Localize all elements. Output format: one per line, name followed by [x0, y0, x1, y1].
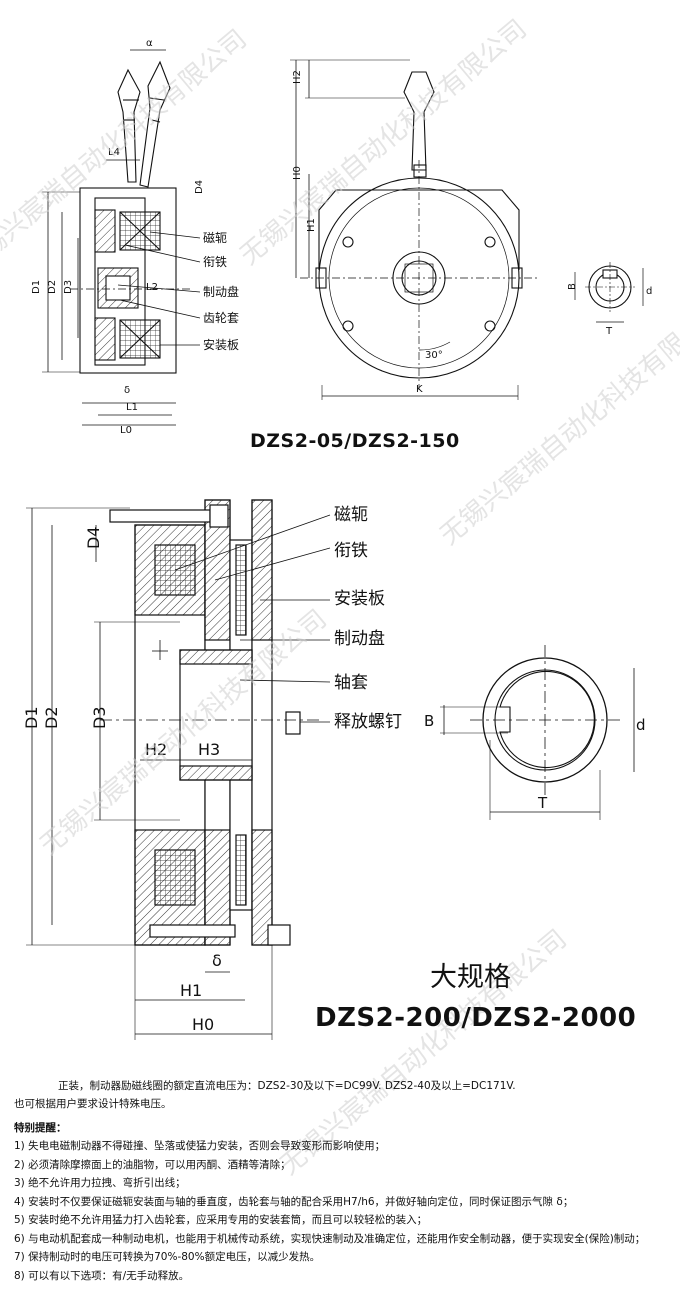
small-shaft-section — [574, 262, 644, 323]
watermark-text: 无锡兴宸瑞自动化科技有限公司 — [235, 14, 533, 271]
dim-h0: H0 — [292, 166, 303, 180]
note-item: 8) 可以有以下选项：有/无手动释放。 — [14, 1269, 190, 1282]
part-label-yoke: 磁轭 — [203, 230, 227, 245]
dim-large-d3: D3 — [90, 707, 109, 730]
notes-heading: 特别提醒： — [14, 1122, 67, 1134]
large-part-label-release-screw: 释放螺钉 — [334, 712, 402, 732]
small-side-dimension-labels: α L4 D4 L2 D1 D2 D3 δ L1 L0 — [31, 38, 205, 436]
small-side-view — [42, 49, 201, 426]
dim-d: d — [646, 286, 652, 297]
large-side-section — [26, 499, 331, 1040]
small-model-title: DZS2-05/DZS2-150 — [250, 430, 460, 452]
dim-large-d4: D4 — [84, 527, 103, 550]
dim-l1: L1 — [126, 402, 138, 413]
dim-large-h3: H3 — [198, 740, 220, 759]
note-item: 7) 保持制动时的电压可转换为70%-80%额定电压，以减少发热。 — [14, 1251, 321, 1263]
watermark-text: 无锡兴宸瑞自动化科技有限公司 — [435, 294, 680, 551]
small-front-dimension-labels: H2 H0 H1 30° K — [292, 70, 443, 395]
large-shaft-section — [440, 645, 635, 820]
part-label-gear-sleeve: 齿轮套 — [203, 311, 239, 325]
large-part-label-mounting-plate: 安装板 — [334, 589, 385, 609]
dim-l2: L2 — [146, 282, 158, 293]
large-spec-subtitle: 大规格 — [430, 962, 511, 993]
note-item: 3) 绝不允许用力拉拽、弯折引出线； — [14, 1177, 186, 1189]
dim-h1: H1 — [306, 218, 317, 232]
dim-large-d2: D2 — [42, 707, 61, 730]
dim-large-h1: H1 — [180, 981, 202, 1000]
dim-large-h2: H2 — [145, 740, 167, 759]
note-item: 6) 与电动机配套成一种制动电机，也能用于机械传动系统，实现快速制动及准确定位，… — [14, 1232, 646, 1245]
large-part-label-armature: 衔铁 — [334, 541, 368, 561]
dim-large-h0: H0 — [192, 1015, 214, 1034]
small-part-labels: 磁轭 衔铁 制动盘 齿轮套 安装板 — [203, 230, 239, 352]
dim-b: B — [567, 283, 578, 290]
dim-delta: δ — [124, 385, 130, 396]
large-side-dimension-labels: D4 D1 D2 D3 H2 H3 δ H1 H0 — [22, 527, 222, 1035]
note-item: 1) 失电电磁制动器不得碰撞、坠落或使猛力安装，否则会导致变形而影响使用； — [14, 1140, 386, 1152]
dim-d2: D2 — [47, 280, 58, 294]
dim-d4: D4 — [194, 180, 205, 194]
notes-section: 正装，制动器励磁线圈的额定直流电压为：DZS2-30及以下=DC99V. DZS… — [14, 1077, 674, 1285]
notes-intro-continued: 也可根据用户要求设计特殊电压。 — [14, 1098, 172, 1110]
dim-large-t: T — [537, 794, 548, 812]
large-part-label-yoke: 磁轭 — [334, 505, 368, 525]
large-part-label-sleeve: 轴套 — [334, 673, 368, 693]
note-item: 2) 必须清除摩擦面上的油脂物，可以用丙酮、酒精等清除； — [14, 1158, 291, 1171]
dim-h2: H2 — [292, 70, 303, 84]
dim-large-delta: δ — [212, 951, 222, 970]
dim-l0: L0 — [120, 425, 132, 436]
large-model-title: DZS2-200/DZS2-2000 — [315, 1003, 637, 1033]
large-part-label-brake-disc: 制动盘 — [334, 629, 385, 649]
note-item: 4) 安装时不仅要保证磁轭安装面与轴的垂直度，齿轮套与轴的配合采用H7/h6，并… — [14, 1195, 574, 1208]
dim-d1: D1 — [31, 280, 42, 294]
notes-intro: 正装，制动器励磁线圈的额定直流电压为：DZS2-30及以下=DC99V. DZS… — [58, 1080, 516, 1092]
dim-l4: L4 — [108, 147, 120, 158]
dim-angle: 30° — [425, 350, 443, 361]
dim-d3: D3 — [63, 280, 74, 294]
large-shaft-dimension-labels: B d T — [424, 712, 646, 812]
dim-k: K — [416, 384, 423, 395]
small-front-view — [290, 59, 540, 400]
dim-alpha: α — [146, 38, 153, 49]
small-shaft-dimension-labels: B d T — [567, 283, 652, 337]
dim-large-d1: D1 — [22, 707, 41, 730]
dim-t: T — [605, 326, 613, 337]
part-label-brake-disc: 制动盘 — [203, 284, 239, 299]
note-item: 5) 安装时绝不允许用猛力打入齿轮套，应采用专用的安装套筒，而且可以较轻松的装入… — [14, 1214, 428, 1226]
large-part-labels: 磁轭 衔铁 安装板 制动盘 轴套 释放螺钉 — [334, 505, 402, 732]
dim-large-b: B — [424, 712, 434, 730]
part-label-armature: 衔铁 — [203, 255, 227, 269]
dim-large-d: d — [636, 716, 646, 734]
part-label-mounting-plate: 安装板 — [203, 337, 239, 352]
